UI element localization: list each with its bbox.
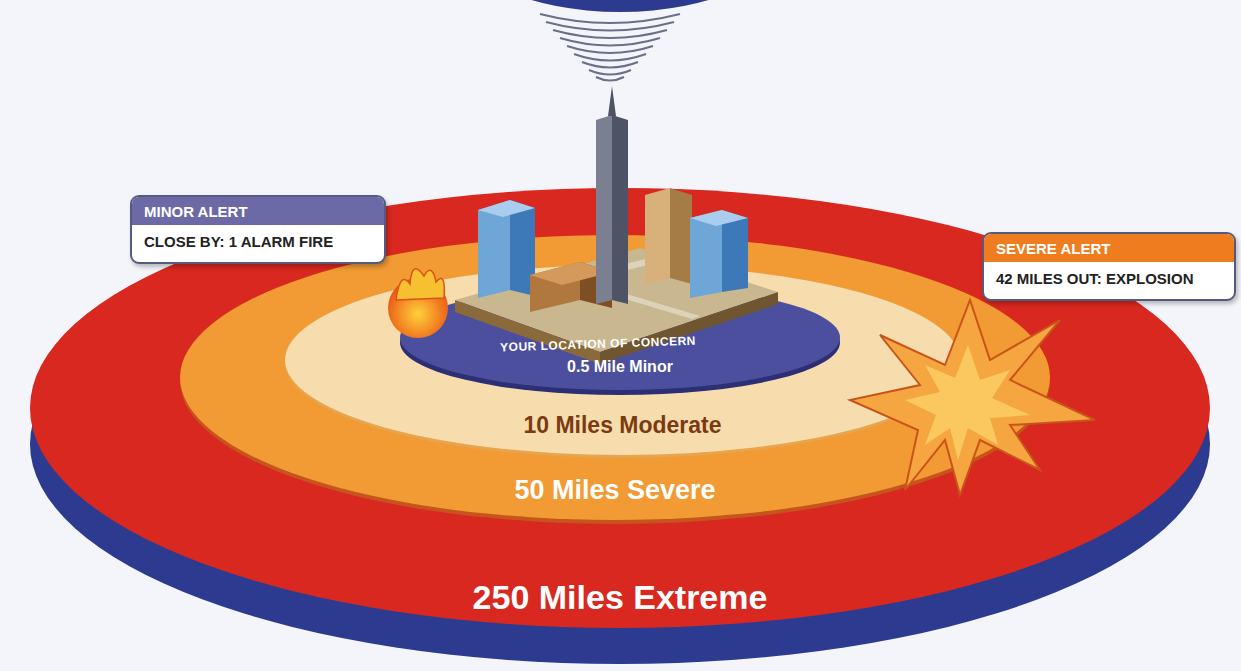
moderate-band: 10 Miles Moderate 0.5 Mile Minor <box>285 265 960 455</box>
alert-heading: MINOR ALERT <box>132 197 384 225</box>
alert-heading: SEVERE ALERT <box>984 234 1234 262</box>
band-label: 0.5 Mile Minor <box>400 358 840 376</box>
band-label: 10 Miles Moderate <box>285 412 960 439</box>
severe-alert-callout: SEVERE ALERT42 MILES OUT: EXPLOSION <box>982 232 1236 301</box>
alert-body: 42 MILES OUT: EXPLOSION <box>984 262 1234 299</box>
severe-band: 50 Miles Severe 10 Miles Moderate 0.5 Mil… <box>180 235 1050 520</box>
band-label: 250 Miles Extreme <box>30 578 1210 617</box>
minor-alert-callout: MINOR ALERTCLOSE BY: 1 ALARM FIRE <box>130 195 386 264</box>
band-label: 50 Miles Severe <box>180 475 1050 506</box>
alert-body: CLOSE BY: 1 ALARM FIRE <box>132 225 384 262</box>
